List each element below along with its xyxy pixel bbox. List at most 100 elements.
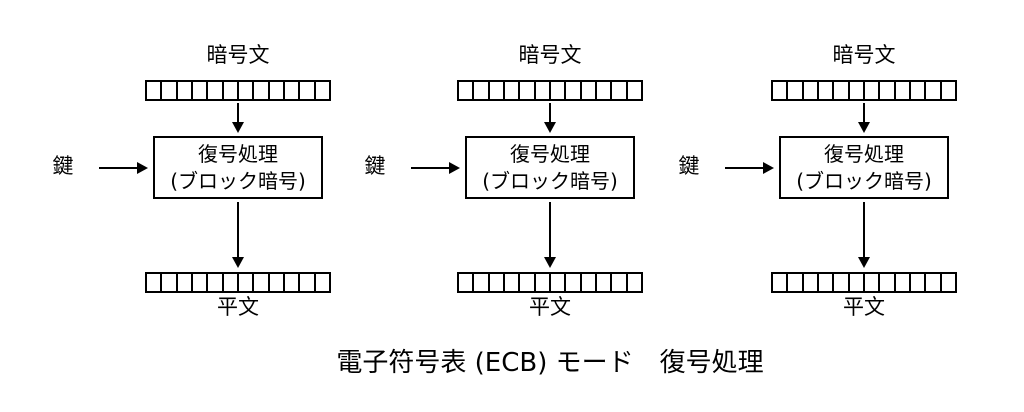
register-cell xyxy=(285,82,301,99)
ciphertext-label: 暗号文 xyxy=(518,43,582,67)
down-arrow-icon xyxy=(544,202,556,268)
register-cell xyxy=(300,82,316,99)
register-cell xyxy=(850,274,865,291)
register-cell xyxy=(490,274,505,291)
register-cell xyxy=(459,82,475,99)
decrypt-process-box: 復号処理 (ブロック暗号) xyxy=(779,136,949,199)
register-cell xyxy=(162,274,178,291)
diagram-caption: 電子符号表 (ECB) モード 復号処理 xyxy=(336,348,764,378)
register-cell xyxy=(896,82,911,99)
down-arrow-icon xyxy=(544,103,556,133)
decrypt-box-line2: (ブロック暗号) xyxy=(170,169,306,193)
arrow-head xyxy=(232,122,244,133)
register-cell xyxy=(490,82,505,99)
register-cell xyxy=(285,274,301,291)
arrow-shaft xyxy=(549,103,551,123)
plaintext-register xyxy=(145,272,331,293)
plaintext-label: 平文 xyxy=(529,295,571,319)
arrow-head xyxy=(449,162,460,174)
arrow-shaft xyxy=(237,202,239,258)
ciphertext-register xyxy=(771,80,957,101)
register-cell xyxy=(239,82,255,99)
register-cell xyxy=(536,274,551,291)
register-cell xyxy=(911,274,927,291)
register-cell xyxy=(551,82,567,99)
arrow-shaft xyxy=(237,103,239,123)
register-cell xyxy=(597,274,613,291)
register-cell xyxy=(926,274,942,291)
arrow-head xyxy=(137,162,148,174)
ciphertext-label: 暗号文 xyxy=(206,43,270,67)
register-cell xyxy=(459,274,475,291)
register-cell xyxy=(193,274,209,291)
key-label: 鍵 xyxy=(52,154,74,178)
register-cell xyxy=(834,274,850,291)
register-cell xyxy=(834,82,850,99)
register-cell xyxy=(942,82,955,99)
register-cell xyxy=(505,82,521,99)
down-arrow-icon xyxy=(858,103,870,133)
register-cell xyxy=(270,82,285,99)
register-cell xyxy=(551,274,567,291)
plaintext-label: 平文 xyxy=(843,295,885,319)
register-cell xyxy=(208,274,224,291)
arrow-shaft xyxy=(549,202,551,258)
register-cell xyxy=(536,82,551,99)
right-arrow-icon xyxy=(411,162,460,174)
register-cell xyxy=(147,274,163,291)
ciphertext-label: 暗号文 xyxy=(832,43,896,67)
register-cell xyxy=(224,274,239,291)
register-cell xyxy=(520,274,536,291)
ciphertext-register xyxy=(457,80,643,101)
arrow-head xyxy=(544,122,556,133)
arrow-head xyxy=(763,162,774,174)
decrypt-box-line2: (ブロック暗号) xyxy=(482,169,618,193)
register-cell xyxy=(926,82,942,99)
decrypt-box-line1: 復号処理 xyxy=(824,142,904,166)
register-cell xyxy=(178,274,193,291)
arrow-shaft xyxy=(863,103,865,123)
register-cell xyxy=(804,82,819,99)
register-cell xyxy=(819,274,835,291)
key-label: 鍵 xyxy=(364,154,386,178)
register-cell xyxy=(147,82,163,99)
register-cell xyxy=(896,274,911,291)
register-cell xyxy=(612,274,628,291)
register-cell xyxy=(300,274,316,291)
ecb-unit-3: 暗号文 復号処理 (ブロック暗号) 鍵 平文 xyxy=(664,0,1024,330)
plaintext-register xyxy=(457,272,643,293)
decrypt-box-line2: (ブロック暗号) xyxy=(796,169,932,193)
register-cell xyxy=(224,82,239,99)
decrypt-process-box: 復号処理 (ブロック暗号) xyxy=(465,136,635,199)
register-cell xyxy=(520,82,536,99)
down-arrow-icon xyxy=(232,103,244,133)
register-cell xyxy=(880,82,896,99)
register-cell xyxy=(474,274,490,291)
register-cell xyxy=(316,82,329,99)
register-cell xyxy=(316,274,329,291)
down-arrow-icon xyxy=(232,202,244,268)
register-cell xyxy=(773,82,789,99)
decrypt-process-box: 復号処理 (ブロック暗号) xyxy=(153,136,323,199)
right-arrow-icon xyxy=(725,162,774,174)
register-cell xyxy=(788,82,804,99)
register-cell xyxy=(850,82,865,99)
register-cell xyxy=(628,274,641,291)
register-cell xyxy=(582,82,597,99)
register-cell xyxy=(865,274,881,291)
right-arrow-icon xyxy=(99,162,148,174)
register-cell xyxy=(566,82,582,99)
register-cell xyxy=(505,274,521,291)
plaintext-label: 平文 xyxy=(217,295,259,319)
decrypt-box-line1: 復号処理 xyxy=(510,142,590,166)
register-cell xyxy=(788,274,804,291)
register-cell xyxy=(208,82,224,99)
arrow-head xyxy=(858,257,870,268)
register-cell xyxy=(566,274,582,291)
register-cell xyxy=(254,274,270,291)
register-cell xyxy=(270,274,285,291)
key-label: 鍵 xyxy=(678,154,700,178)
register-cell xyxy=(804,274,819,291)
register-cell xyxy=(582,274,597,291)
